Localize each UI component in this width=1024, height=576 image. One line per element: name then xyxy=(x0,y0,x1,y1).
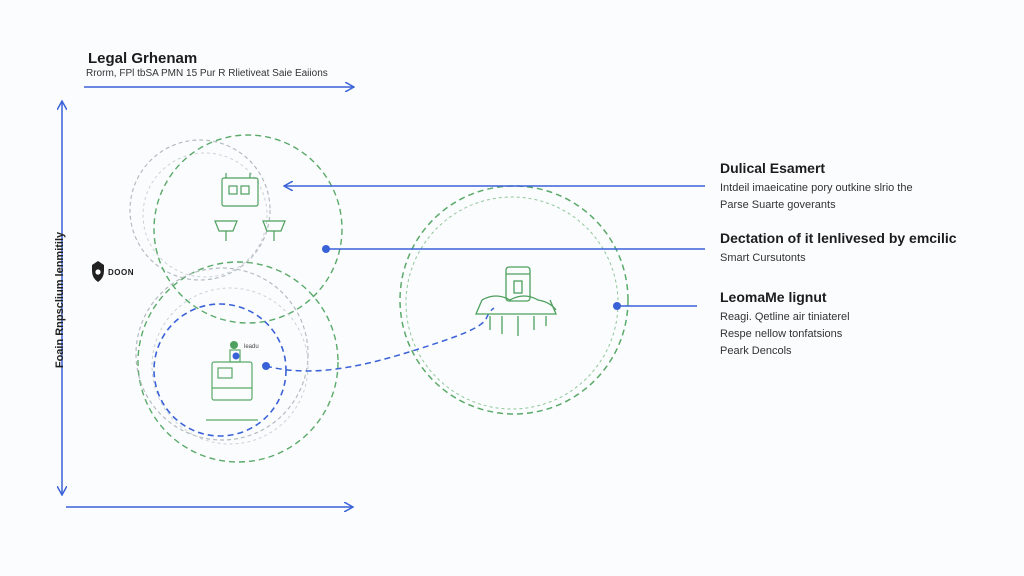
diagram-title: Legal Grhenam xyxy=(88,50,198,67)
inner-circle-lower-blue xyxy=(153,303,287,437)
callout-1-heading: Dulical Esamert xyxy=(720,160,826,176)
callout-3-line-3: Peark Dencols xyxy=(720,345,792,357)
machine-icon xyxy=(206,349,258,421)
callout-1: Dulical Esamert Intdeil imaeicatine pory… xyxy=(720,160,913,214)
outer-circle-upper-green xyxy=(153,134,343,324)
outer-circle-lower-green xyxy=(137,261,339,463)
callout-3-line-2: Respe nellow tonfatsions xyxy=(720,328,843,340)
callout-2-heading: Dectation of it lenlivesed by emcilic xyxy=(720,230,957,246)
node-dot-3 xyxy=(262,362,270,370)
callout-3-heading: LeomaMe lignut xyxy=(720,289,827,305)
callout-1-line-2: Parse Suarte goverants xyxy=(720,199,836,211)
dashed-connector xyxy=(265,307,495,372)
node-dot-2 xyxy=(613,302,621,310)
callout-3-line-1: Reagi. Qetline air tiniaterel xyxy=(720,311,850,323)
building-icon xyxy=(214,173,286,241)
outer-circle-upper-grey xyxy=(129,139,271,281)
main-circle-right-inner xyxy=(405,196,619,410)
y-axis-label: Foain Rnpsclium lenmitily xyxy=(54,231,66,369)
main-circle-right xyxy=(399,185,629,415)
flask-icon xyxy=(475,266,557,336)
diagram-subtitle: Rrorm, FPl tbSA PMN 15 Pur R Rlietiveat … xyxy=(86,68,328,79)
callout-1-line-1: Intdeil imaeicatine pory outkine slrio t… xyxy=(720,182,913,194)
outer-circle-lower-grey-2 xyxy=(151,287,309,445)
callout-2-line-1: Smart Cursutonts xyxy=(720,252,806,264)
node-dot-1 xyxy=(322,245,330,253)
node-dot-4 xyxy=(232,352,240,360)
callout-2: Dectation of it lenlivesed by emcilic Sm… xyxy=(720,230,957,267)
outer-circle-upper-grey-2 xyxy=(142,152,268,278)
logo: DOON xyxy=(108,268,134,277)
outer-circle-lower-grey xyxy=(135,267,309,441)
small-node-label: leadu xyxy=(244,344,259,350)
logo-text: DOON xyxy=(108,268,134,277)
node-dot-green xyxy=(230,341,238,349)
callout-3: LeomaMe lignut Reagi. Qetline air tiniat… xyxy=(720,289,850,360)
shield-icon xyxy=(92,261,104,282)
